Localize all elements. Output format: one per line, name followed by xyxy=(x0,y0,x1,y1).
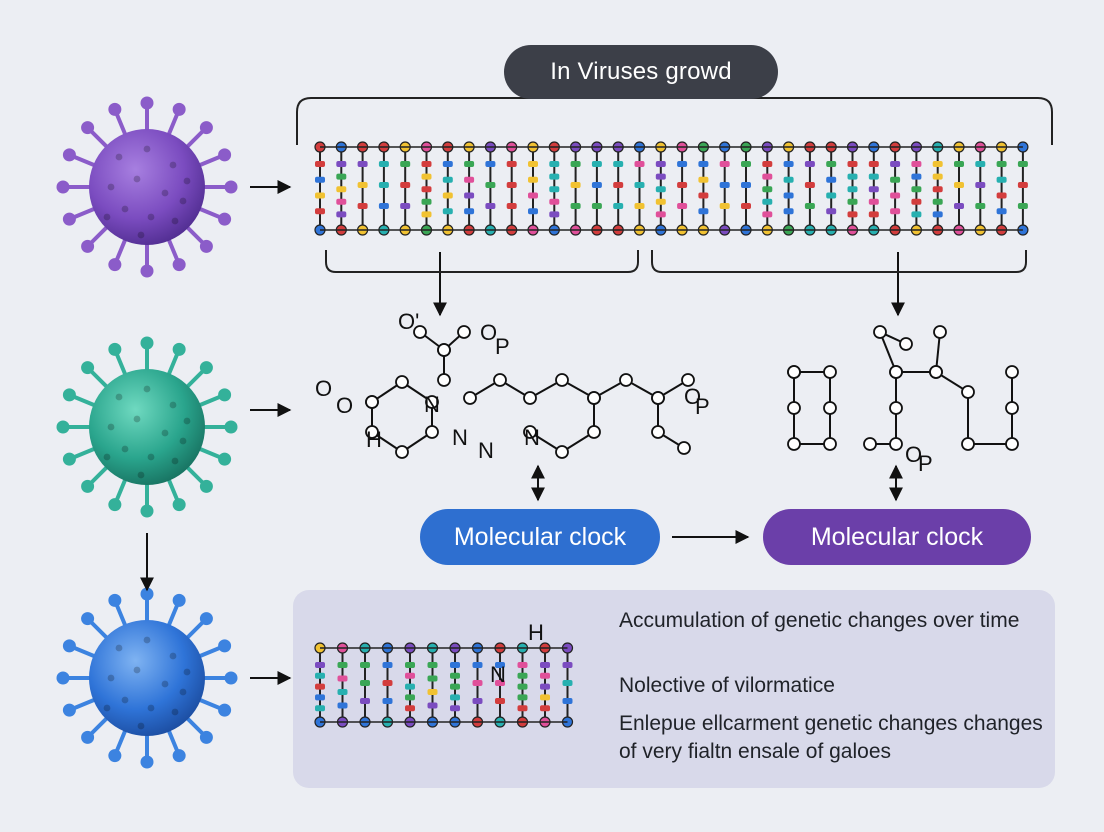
title-label: In Viruses growd xyxy=(504,45,778,99)
teal-virus-icon xyxy=(56,336,238,518)
top-bracket xyxy=(296,97,1053,145)
label-n4: N xyxy=(524,425,540,450)
dna-sequence-strip xyxy=(314,141,1029,236)
label-n3: N xyxy=(478,438,494,463)
label-n-bottom: N xyxy=(490,662,506,687)
blue-virus-icon xyxy=(56,587,238,769)
label-h-bottom: H xyxy=(528,620,544,645)
molecular-clock-button-purple[interactable]: Molecular clock xyxy=(763,509,1031,565)
purple-virus-icon xyxy=(56,96,238,278)
label-o-top-right: O xyxy=(480,320,498,345)
label-o-left2: O xyxy=(336,393,354,418)
molecule-left xyxy=(365,325,695,459)
label-o-left: O xyxy=(315,376,333,401)
info-text-enlepue: Enlepue ellcarment genetic changes chang… xyxy=(619,712,1043,763)
label-n2: N xyxy=(452,425,468,450)
label-p-top: P xyxy=(495,334,510,359)
molecule-right xyxy=(787,325,1019,451)
info-text-accumulation: Accumulation of genetic changes over tim… xyxy=(619,609,1020,632)
molecular-clock-button-blue[interactable]: Molecular clock xyxy=(420,509,660,565)
info-text-nolective: Nolective of vilormatice xyxy=(619,674,835,697)
label-p-mid: P xyxy=(918,451,933,476)
label-o-mid: O xyxy=(905,442,923,467)
lower-bracket-right xyxy=(651,250,1027,273)
lower-bracket-left xyxy=(325,250,639,273)
info-panel xyxy=(293,590,1055,788)
label-h1: H xyxy=(366,427,382,452)
label-n1: N xyxy=(424,392,440,417)
label-o-top: O' xyxy=(398,309,420,334)
label-o-right: O xyxy=(684,384,702,409)
label-p-right: P xyxy=(695,394,710,419)
